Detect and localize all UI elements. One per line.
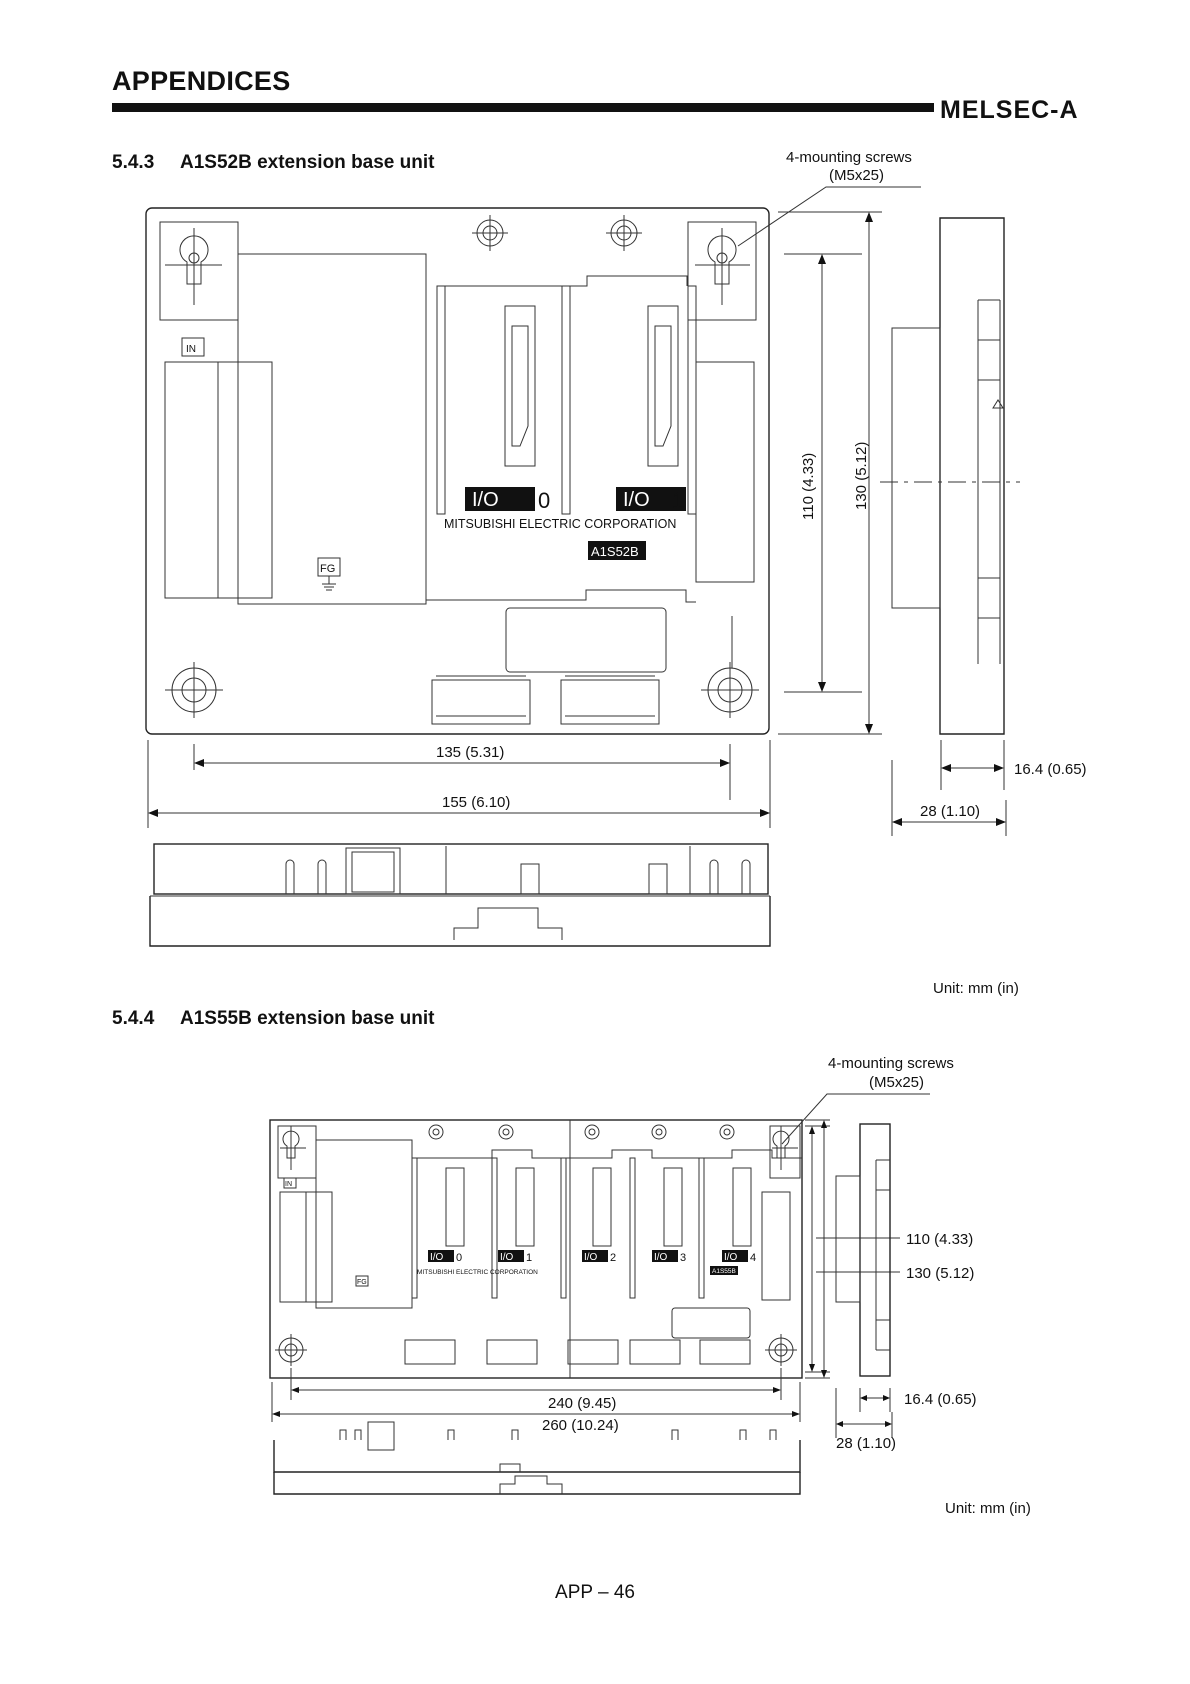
a1s55b-side-view: 16.4 (0.65) 28 (1.10) xyxy=(835,1123,977,1452)
dim-outer-width: 260 (10.24) xyxy=(542,1417,619,1434)
top-screws xyxy=(428,1124,735,1140)
io-slot-number: 4 xyxy=(750,1252,756,1264)
keyhole-screw-right xyxy=(695,228,750,305)
dim-text: 110 (4.33) xyxy=(800,453,817,520)
a1s52b-side-view: 16.4 (0.65) 28 (1.10) xyxy=(880,217,1087,836)
keyhole-screw-left xyxy=(280,1126,306,1170)
dim-text: 130 (5.12) xyxy=(853,442,870,510)
in-label: IN xyxy=(285,1181,292,1188)
io-tag-text: I/O xyxy=(584,1252,598,1263)
unit-note-1: Unit: mm (in) xyxy=(933,980,1019,997)
io-tag-1 xyxy=(616,487,686,511)
section-title: A1S55B extension base unit xyxy=(180,1008,435,1029)
io-slot-number: 3 xyxy=(680,1252,686,1264)
model-name: A1S52B xyxy=(591,544,639,559)
unit-note-2: Unit: mm (in) xyxy=(945,1500,1031,1517)
section-title: A1S52B extension base unit xyxy=(180,152,435,173)
maker-name: MITSUBISHI ELECTRIC CORPORATION xyxy=(444,517,676,531)
io-tag-text: I/O xyxy=(430,1252,444,1263)
io-tag-text: I/O xyxy=(500,1252,514,1263)
dim-outer-width: 155 (6.10) xyxy=(147,740,771,828)
dim-depth-small: 16.4 (0.65) xyxy=(1014,761,1087,778)
screws-label: 4-mounting screws xyxy=(828,1055,954,1072)
section-number: 5.4.4 xyxy=(112,1008,155,1029)
dim-inner-width: 135 (5.31) xyxy=(193,744,731,800)
slot-connector-0 xyxy=(504,305,536,467)
io-slot-number: 1 xyxy=(672,488,684,513)
section-number: 5.4.3 xyxy=(112,152,155,173)
base-outline xyxy=(145,207,770,735)
dim-depth-total: 28 (1.10) xyxy=(836,1435,896,1452)
page-number: APP – 46 xyxy=(555,1582,635,1603)
io-tag-4 xyxy=(722,1250,748,1262)
screw-top-2 xyxy=(606,215,642,251)
io-tag-0 xyxy=(465,487,535,511)
in-label-box xyxy=(181,337,205,357)
dim-outer-height: 130 (5.12) xyxy=(778,211,882,735)
section-heading-a1s52b: 5.4.3 A1S52B extension base unit xyxy=(112,152,434,174)
in-label: IN xyxy=(186,344,196,355)
header-rule xyxy=(112,103,934,112)
slot-connectors xyxy=(445,1167,752,1247)
io-slot-number: 0 xyxy=(538,488,550,513)
dim-depth-small: 16.4 (0.65) xyxy=(904,1391,977,1408)
keyhole-screw-right xyxy=(772,1126,798,1170)
dim-outer-height: 130 (5.12) xyxy=(906,1265,974,1282)
a1s52b-front-view: IN FG I/O 0 I/O 1 MITSUBISHI ELECTRIC CO… xyxy=(145,207,770,735)
fg-label: FG xyxy=(320,563,335,575)
right-block xyxy=(695,361,755,583)
io-slot-number: 2 xyxy=(610,1252,616,1264)
io-tag-text: I/O xyxy=(472,489,499,511)
screw-bottom-right xyxy=(701,662,759,718)
dim-inner-height: 110 (4.33) xyxy=(784,253,862,693)
a1s52b-bottom-view xyxy=(149,843,771,947)
header-brand: MELSEC-A xyxy=(940,96,1079,124)
extension-connector xyxy=(505,607,667,673)
dim-text: 155 (6.10) xyxy=(442,794,510,811)
io-tag-1 xyxy=(498,1250,524,1262)
slot-connector-1 xyxy=(647,305,679,467)
section-heading-a1s55b: 5.4.4 A1S55B extension base unit xyxy=(112,1008,434,1030)
dim-inner-width: 240 (9.45) xyxy=(548,1395,616,1412)
screw-top-1 xyxy=(472,215,508,251)
io-tag-2 xyxy=(582,1250,608,1262)
model-name: A1S55B xyxy=(712,1268,736,1275)
screws-label: 4-mounting screws xyxy=(786,149,912,166)
a1s55b-bottom-view xyxy=(273,1421,801,1495)
screws-spec: (M5x25) xyxy=(869,1074,924,1091)
dim-inner-height: 110 (4.33) xyxy=(906,1231,973,1248)
maker-name: MITSUBISHI ELECTRIC CORPORATION xyxy=(417,1269,538,1276)
fg-label: FG xyxy=(357,1279,367,1286)
bottom-screws xyxy=(275,1334,797,1366)
dim-text: 135 (5.31) xyxy=(436,744,504,761)
model-tag xyxy=(710,1266,738,1275)
keyhole-screw-left xyxy=(165,228,222,305)
io-tag-text: I/O xyxy=(623,489,650,511)
screws-spec: (M5x25) xyxy=(829,167,884,184)
ear-top-right xyxy=(687,221,757,321)
io-slot-number: 0 xyxy=(456,1252,462,1264)
io-tag-text: I/O xyxy=(724,1252,738,1263)
dim-depth-total: 28 (1.10) xyxy=(920,803,980,820)
header-title: APPENDICES xyxy=(112,66,291,96)
io-slot-number: 1 xyxy=(526,1252,532,1264)
screw-bottom-left xyxy=(165,662,223,718)
io-tag-0 xyxy=(428,1250,454,1262)
io-tag-3 xyxy=(652,1250,678,1262)
a1s55b-front-view: IN FG I/O 0 I/O 1 I/O 2 I/O 3 I/O 4 xyxy=(269,1119,803,1379)
model-tag xyxy=(588,541,646,560)
io-tag-text: I/O xyxy=(654,1252,668,1263)
power-area xyxy=(237,253,427,605)
